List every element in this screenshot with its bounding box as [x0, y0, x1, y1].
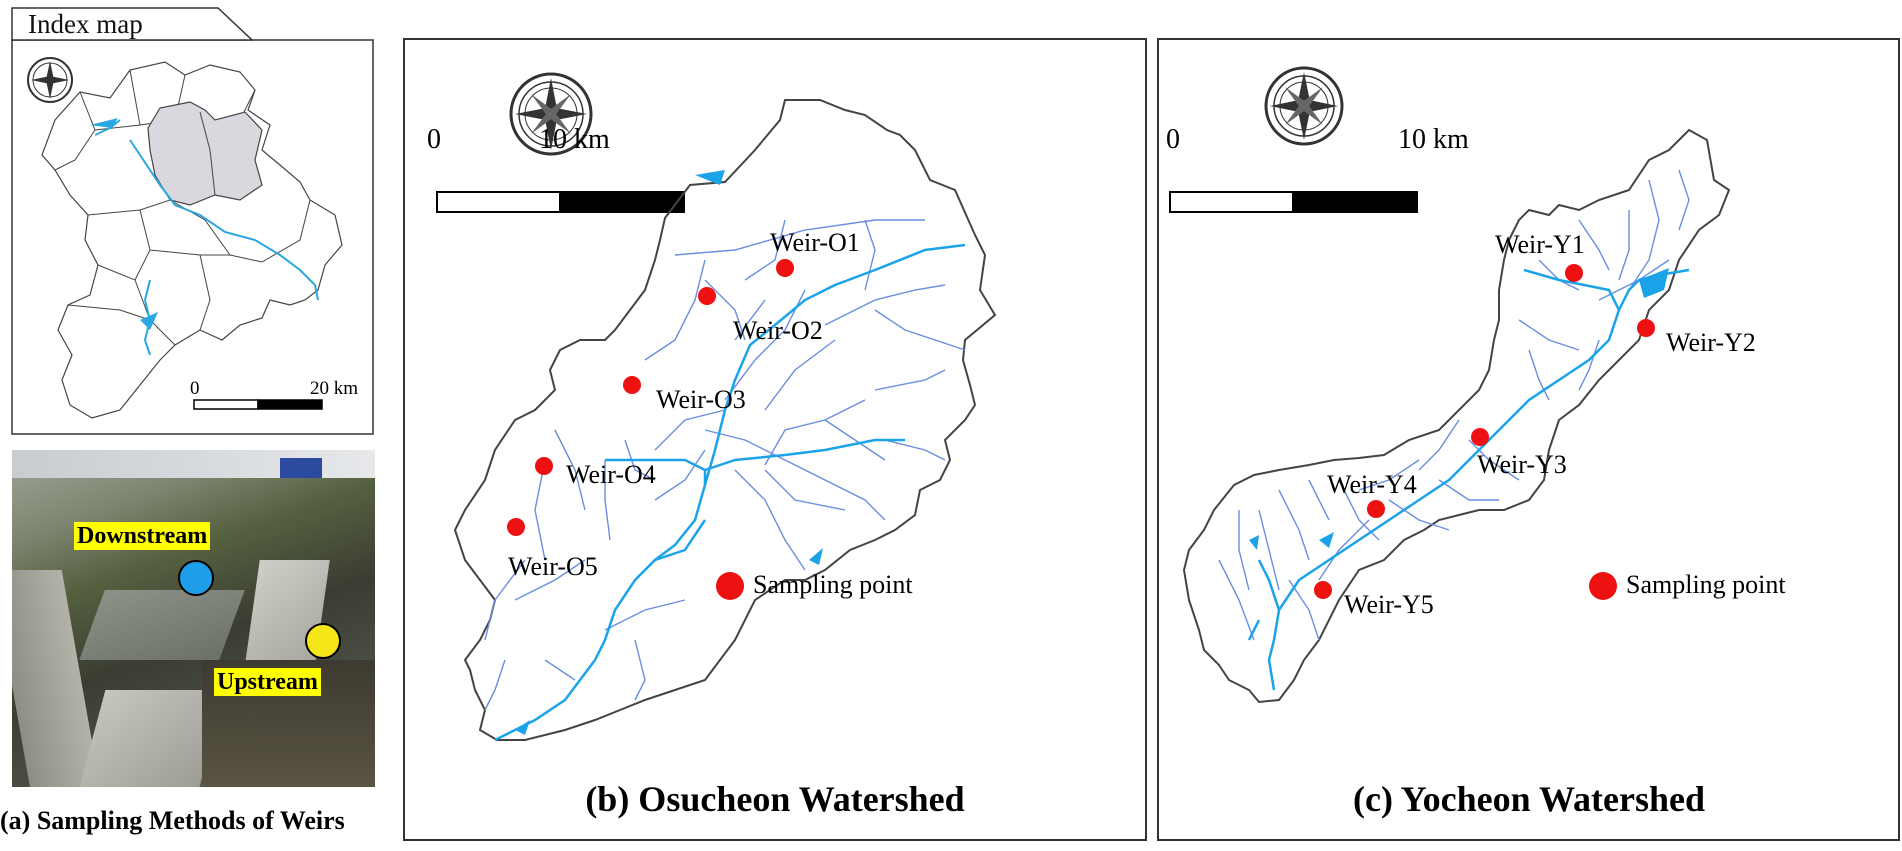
weir-o5-point	[507, 518, 525, 536]
yocheon-boundary	[1182, 128, 1731, 704]
upstream-point	[305, 623, 341, 659]
weir-o2-point	[698, 287, 716, 305]
osucheon-svg	[436, 72, 997, 742]
weir-o1-label: Weir-O1	[770, 228, 860, 257]
weir-o5-label: Weir-O5	[508, 552, 598, 581]
compass-icon	[509, 72, 593, 156]
yocheon-svg	[1169, 66, 1731, 704]
compass-icon	[27, 57, 73, 103]
downstream-label: Downstream	[74, 522, 211, 550]
weir-y2-label: Weir-Y2	[1666, 328, 1756, 357]
osucheon-main-stream	[494, 243, 966, 742]
osucheon-boundary	[453, 99, 997, 741]
yocheon-scale-black	[1292, 191, 1418, 213]
index-scale-bar-black	[257, 399, 323, 410]
weir-photo: Downstream Upstream	[12, 450, 375, 787]
weir-o4-label: Weir-O4	[566, 460, 656, 489]
weir-y1-point	[1565, 264, 1583, 282]
osucheon-tributaries	[484, 219, 966, 711]
yocheon-scale-label: 10 km	[1398, 124, 1469, 155]
caption-b: (b) Osucheon Watershed	[585, 779, 965, 819]
osucheon-legend-symbol	[716, 572, 744, 600]
yocheon-legend-symbol	[1589, 572, 1617, 600]
weir-y2-point	[1637, 319, 1655, 337]
osucheon-scale-zero: 0	[427, 124, 441, 155]
yocheon-tributaries	[1218, 169, 1690, 641]
caption-a: (a) Sampling Methods of Weirs	[0, 806, 345, 835]
weir-o3-label: Weir-O3	[656, 385, 746, 414]
weir-y3-label: Weir-Y3	[1477, 450, 1567, 479]
weir-y1-label: Weir-Y1	[1495, 230, 1585, 259]
weir-o1-point	[776, 259, 794, 277]
caption-c: (c) Yocheon Watershed	[1353, 779, 1705, 819]
province-outline	[41, 61, 343, 419]
weir-y4-point	[1367, 500, 1385, 518]
upstream-label: Upstream	[214, 668, 321, 696]
weir-o4-point	[535, 457, 553, 475]
weir-o3-point	[623, 376, 641, 394]
osucheon-legend-label: Sampling point	[753, 570, 913, 599]
weir-y5-label: Weir-Y5	[1344, 590, 1434, 619]
study-area-shaded	[147, 101, 263, 206]
osucheon-scale-black	[559, 191, 685, 213]
index-scale-zero: 0	[190, 378, 200, 399]
photo-weir-slab	[79, 590, 245, 660]
weir-y3-point	[1471, 428, 1489, 446]
yocheon-main-stream	[1247, 268, 1690, 691]
index-map-svg	[11, 7, 374, 435]
osucheon-panel: 0 10 km Weir-O1 Weir-O2 Weir-O3 Weir-O4 …	[403, 38, 1147, 841]
compass-icon	[1264, 66, 1344, 146]
yocheon-panel: 0 10 km Weir-Y1 Weir-Y2 Weir-Y3 Weir-Y4 …	[1157, 38, 1900, 841]
index-map-panel: Index map 0 20 km	[0, 0, 400, 440]
weir-y4-label: Weir-Y4	[1327, 470, 1417, 499]
yocheon-scale-white	[1169, 191, 1294, 213]
index-scale-label: 20 km	[310, 378, 359, 399]
yocheon-scale-zero: 0	[1166, 124, 1180, 155]
weir-o2-label: Weir-O2	[733, 316, 823, 345]
photo-truck	[280, 458, 322, 478]
weir-y5-point	[1314, 581, 1332, 599]
downstream-point	[178, 560, 214, 596]
yocheon-legend-label: Sampling point	[1626, 570, 1786, 599]
osucheon-scale-label: 10 km	[539, 124, 610, 155]
osucheon-scale-white	[436, 191, 561, 213]
index-map-tab	[11, 7, 254, 41]
index-map-title: Index map	[28, 9, 143, 39]
index-scale-bar-white	[193, 399, 259, 410]
